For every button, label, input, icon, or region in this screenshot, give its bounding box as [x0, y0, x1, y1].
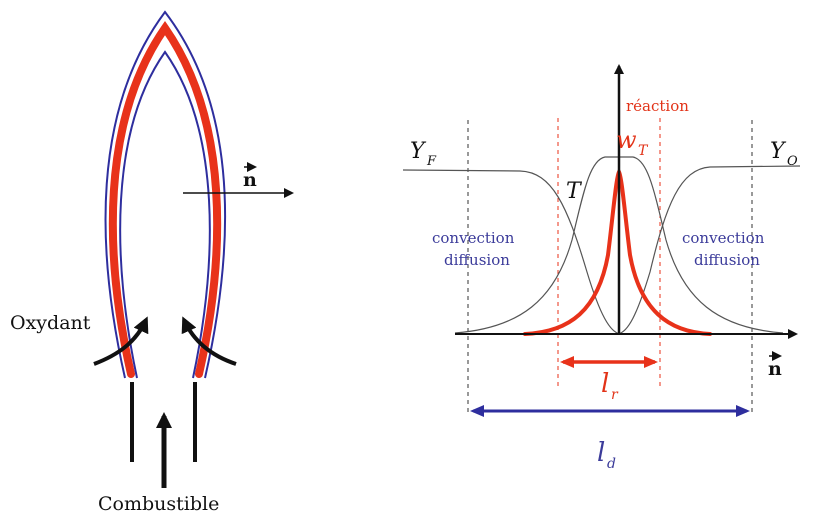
oxidizer-fraction-label: Y	[770, 139, 787, 164]
temperature-label: T	[566, 179, 583, 204]
profile-normal-label: n	[768, 358, 782, 380]
flame-profile: réaction w T T Y F Y O convection diffus…	[402, 64, 801, 472]
flame-outer-outline	[104, 10, 227, 379]
diffusion-thickness-subscript: d	[607, 456, 616, 472]
flame-sketch: n Oxydant Combustible	[10, 10, 294, 515]
oxidizer-fraction-subscript: O	[787, 154, 798, 169]
right-zone-label-line1: convection	[682, 229, 765, 247]
reaction-rate-curve	[523, 167, 712, 336]
oxidizer-label: Oxydant	[10, 312, 91, 334]
left-zone-label-line1: convection	[432, 229, 515, 247]
left-zone-label-line2: diffusion	[444, 251, 510, 269]
reaction-thickness-subscript: r	[611, 387, 619, 403]
flame-front	[108, 20, 222, 378]
flame-normal-label: n	[243, 169, 257, 191]
right-zone-label-line2: diffusion	[694, 251, 760, 269]
fuel-mass-fraction-curve	[402, 169, 621, 335]
oxidizer-arrow-right	[181, 316, 237, 366]
oxidizer-arrow-left	[93, 316, 149, 366]
flame-inner-outline	[119, 50, 211, 379]
reaction-rate-label: w	[616, 126, 637, 154]
fuel-fraction-label: Y	[410, 139, 427, 164]
fuel-label: Combustible	[98, 493, 219, 515]
reaction-thickness-label: l	[601, 369, 609, 399]
fuel-fraction-subscript: F	[426, 154, 437, 169]
diffusion-thickness-label: l	[597, 438, 605, 468]
reaction-label: réaction	[626, 97, 689, 115]
reaction-rate-subscript: T	[638, 143, 649, 159]
oxidizer-mass-fraction-curve	[617, 165, 801, 335]
